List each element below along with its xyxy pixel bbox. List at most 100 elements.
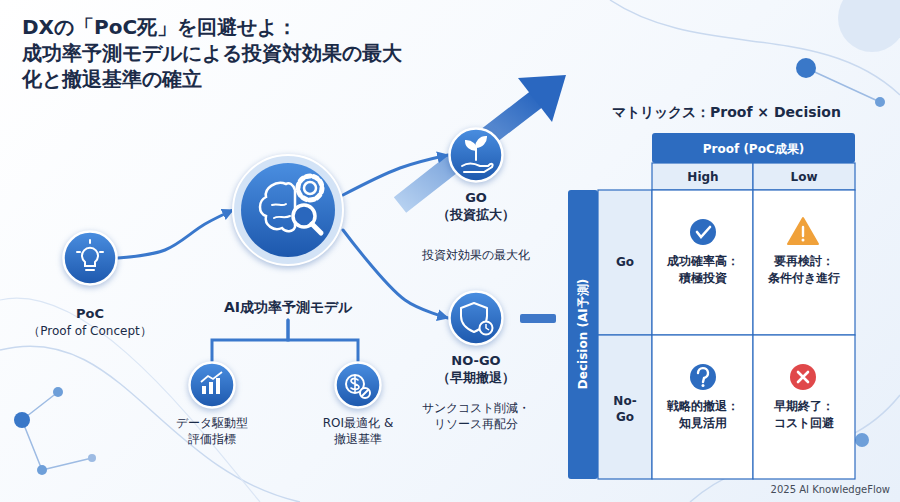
chart-icon	[209, 382, 213, 394]
chart-icon	[201, 372, 222, 394]
poc-circle: PoC（Proof of Concept）	[62, 230, 118, 286]
sprout-icon	[476, 137, 486, 147]
matrix-cell	[652, 335, 753, 479]
brain-icon	[272, 204, 290, 218]
shield-icon	[461, 303, 487, 332]
hand-icon	[462, 163, 493, 172]
check-icon	[697, 227, 710, 237]
ai-icon	[260, 176, 322, 233]
bulb-icon	[77, 240, 103, 270]
matrix-cell	[652, 190, 753, 335]
network-dot	[855, 433, 869, 447]
cross-icon	[798, 372, 808, 382]
matrix-axis-cell	[568, 190, 598, 479]
table-cell: 要再検討： 条件付き進行	[755, 253, 853, 287]
node-body: 投資対効果の最大化	[406, 247, 546, 263]
metric-circle: データ駆動型 評価指標	[188, 361, 236, 409]
chart-icon	[201, 372, 222, 382]
matrix-cell	[753, 190, 855, 335]
question-icon	[698, 368, 708, 382]
decor-curve	[0, 298, 260, 502]
roi-icon	[360, 388, 370, 398]
warning-icon	[802, 239, 805, 242]
bulb-icon	[82, 248, 98, 266]
gear-icon	[298, 176, 322, 200]
bulb-icon	[86, 269, 94, 271]
clock-icon	[480, 322, 493, 335]
chart-icon	[202, 386, 206, 394]
sprout-icon	[462, 137, 493, 172]
matrix-row-header	[598, 190, 652, 335]
sprout-icon	[466, 141, 476, 150]
node-heading: AI成功率予測モデル	[198, 298, 378, 316]
column-label: High	[653, 169, 753, 185]
node-heading: ROI最適化 &撤退基準	[313, 415, 403, 447]
row-axis-label: Decision (AI予測)	[575, 234, 591, 434]
network-line	[42, 458, 92, 470]
cross-icon	[790, 364, 816, 390]
chart-icon	[216, 378, 220, 394]
nogo-circle: NO-GO （早期撤退）サンクコスト削減・ リソース再配分	[448, 290, 504, 346]
connector-arrow	[343, 155, 448, 195]
inner-circle	[241, 163, 335, 257]
table-cell: 早期終了： コスト回避	[755, 398, 853, 432]
growth-arrow-head	[518, 75, 566, 122]
connector-arrow	[118, 210, 233, 258]
node-outline	[334, 361, 382, 409]
shield-icon	[461, 303, 493, 335]
network-dot	[88, 454, 96, 462]
network-dot	[796, 58, 816, 78]
column-header: Proof (PoC成果)	[652, 141, 855, 157]
node-outline	[188, 361, 236, 409]
dash-bar	[520, 314, 556, 323]
go-circle: GO （投資拡大）投資対効果の最大化	[448, 127, 504, 183]
matrix-subheader-cell	[753, 163, 855, 190]
growth-arrow-shaft	[400, 98, 538, 205]
column-label: Low	[753, 169, 855, 185]
row-label: Go	[610, 254, 640, 270]
network-dot	[37, 465, 47, 475]
bulb-icon	[77, 251, 80, 253]
network-dot	[875, 97, 885, 107]
node-outline	[233, 155, 343, 320]
warning-icon	[788, 218, 818, 244]
network-line	[806, 68, 880, 102]
matrix-header-cell	[652, 133, 855, 163]
matrix-subheader-cell	[652, 163, 753, 190]
magnifier-icon	[312, 224, 321, 233]
brain-icon	[260, 183, 295, 231]
network-dot	[53, 387, 63, 397]
bulb-icon	[100, 251, 103, 253]
node-outline	[448, 290, 504, 346]
node-circle	[450, 129, 503, 182]
node-heading: NO-GO （早期撤退）	[431, 352, 521, 386]
node-circle	[336, 363, 381, 408]
roi-icon	[346, 375, 370, 398]
diagram-title: DXの「PoC死」を回避せよ： 成功率予測モデルによる投資対効果の最大化と撤退基…	[22, 14, 410, 92]
network-dot	[14, 412, 30, 428]
roi-icon	[351, 376, 359, 392]
roi-icon	[362, 390, 368, 396]
node-circle	[64, 232, 117, 285]
roi-icon	[346, 375, 364, 393]
matrix-cell	[753, 335, 855, 479]
row-label: No-Go	[610, 393, 640, 425]
question-icon	[690, 364, 716, 390]
magnifier-icon	[293, 205, 315, 227]
table-cell: 成功確率高： 積極投資	[655, 253, 751, 287]
check-icon	[690, 219, 716, 245]
node-heading: GO （投資拡大）	[431, 189, 521, 223]
node-heading: PoC	[10, 305, 170, 322]
node-circle	[450, 292, 503, 345]
node-heading: マトリックス：Proof × Decision	[612, 103, 872, 121]
warning-icon	[802, 227, 804, 236]
connector-arrow	[343, 230, 448, 318]
node-heading: データ駆動型 評価指標	[167, 415, 257, 447]
roi-circle: ROI最適化 &撤退基準	[334, 361, 382, 409]
sprout-icon	[475, 147, 477, 160]
footer-note: 2025 AI KnowledgeFlow	[740, 484, 890, 496]
gear-icon	[304, 182, 316, 194]
node-outline	[62, 230, 118, 286]
matrix-row-header	[598, 335, 652, 479]
node-body: サンクコスト削減・ リソース再配分	[411, 400, 541, 432]
